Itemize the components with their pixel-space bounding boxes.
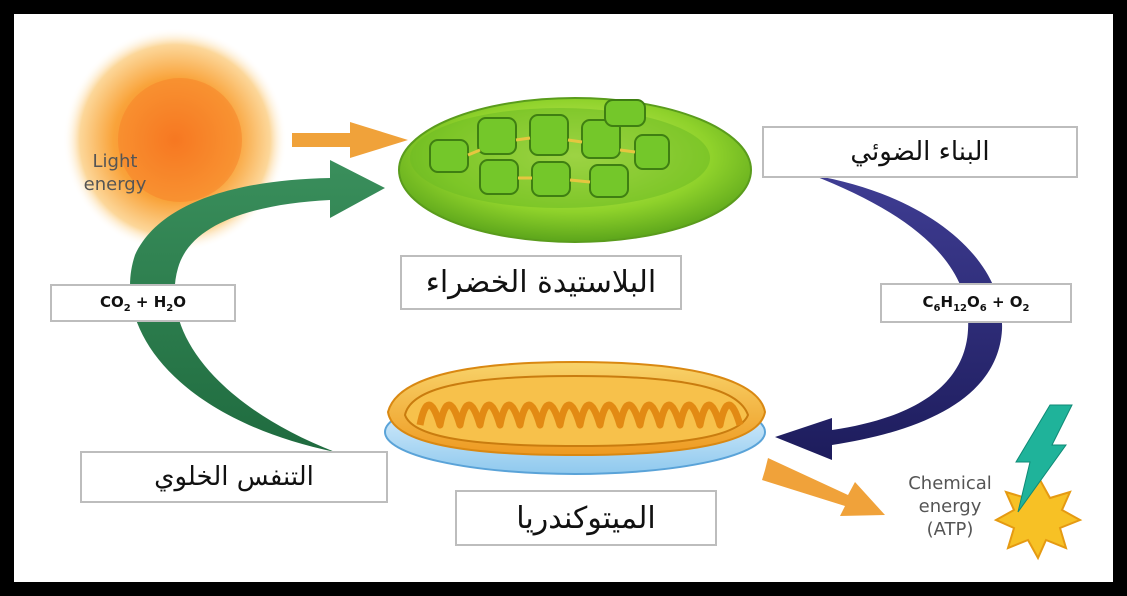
photosynthesis-label: البناء الضوئي — [850, 137, 989, 167]
products-equation: C6H12O6 + O2 — [923, 293, 1030, 314]
light-energy-line2: energy — [60, 173, 170, 196]
chemical-energy-label: Chemical energy (ATP) — [880, 472, 1020, 541]
chemical-energy-arrow — [762, 458, 885, 516]
mitochondria-label: الميتوكندريا — [516, 501, 655, 536]
reactants-equation: CO2 + H2O — [100, 293, 186, 314]
products-equation-box: C6H12O6 + O2 — [880, 283, 1072, 323]
reactants-equation-box: CO2 + H2O — [50, 284, 236, 322]
chloroplast-label-box: البلاستيدة الخضراء — [400, 255, 682, 310]
light-energy-label: Light energy — [60, 150, 170, 196]
photosynthesis-label-box: البناء الضوئي — [762, 126, 1078, 178]
chloroplast-label: البلاستيدة الخضراء — [426, 265, 657, 300]
chloroplast-illustration — [399, 98, 751, 242]
chemical-energy-line1: Chemical — [880, 472, 1020, 495]
chemical-energy-line3: (ATP) — [880, 518, 1020, 541]
light-energy-line1: Light — [60, 150, 170, 173]
mitochondria-illustration — [385, 362, 765, 474]
mitochondria-label-box: الميتوكندريا — [455, 490, 717, 546]
light-energy-arrow — [292, 122, 408, 158]
chemical-energy-line2: energy — [880, 495, 1020, 518]
cellular-respiration-label: التنفس الخلوي — [154, 462, 314, 492]
cellular-respiration-label-box: التنفس الخلوي — [80, 451, 388, 503]
